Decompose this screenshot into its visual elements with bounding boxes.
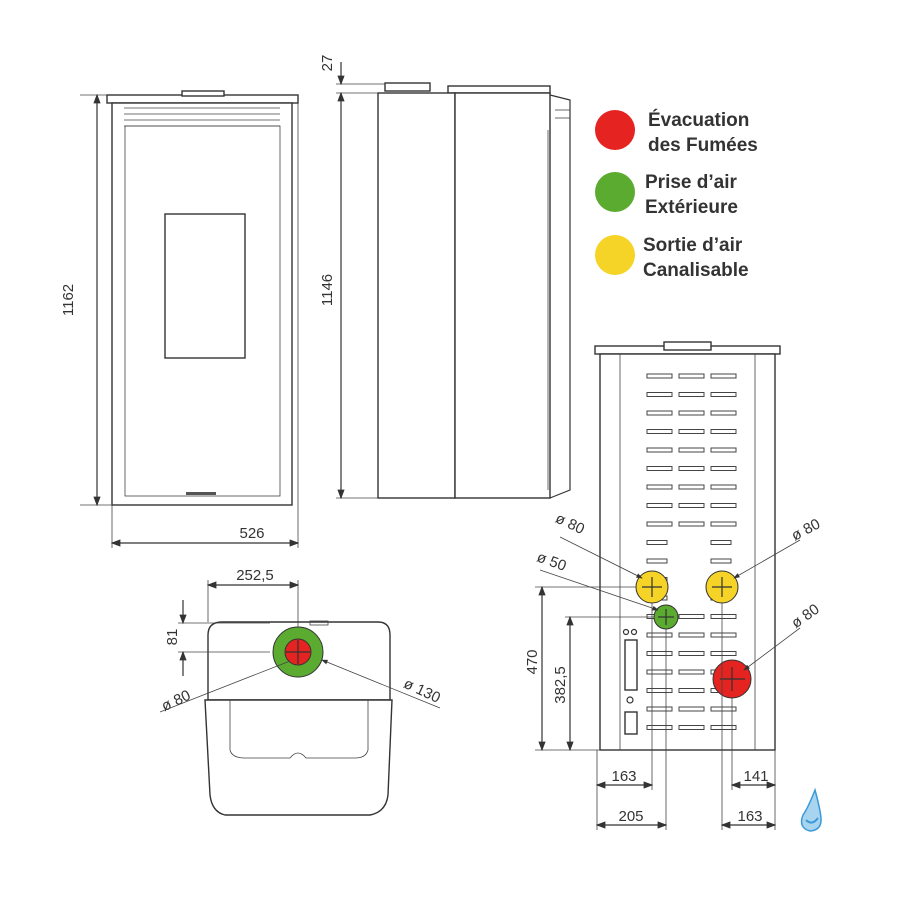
vent-slot — [710, 540, 732, 545]
vent-slot — [646, 669, 673, 675]
vent-slot — [678, 447, 705, 453]
vent-slot — [646, 725, 673, 730]
side-height-label: 1146 — [319, 274, 336, 306]
vent-slot — [678, 521, 705, 527]
brand-logo-droplet-icon — [800, 787, 822, 832]
vent-slot — [678, 392, 705, 397]
vent-slot — [646, 373, 673, 379]
vent-slot — [710, 521, 737, 527]
svg-text:Extérieure: Extérieure — [645, 197, 738, 218]
vent-slot — [678, 688, 705, 693]
vent-slot — [710, 558, 732, 564]
rear-right-yellow-diameter: ø 80 — [789, 515, 823, 544]
rear-yellow-height: 470 — [524, 649, 541, 674]
green-dot-icon — [595, 172, 635, 212]
side-top-offset-label: 27 — [319, 55, 336, 72]
rear-green-height: 382,5 — [552, 666, 569, 704]
vent-slot — [710, 651, 737, 656]
top-offset-x-label: 252,5 — [236, 567, 274, 584]
vent-slot — [710, 466, 737, 471]
vent-slot — [678, 725, 705, 730]
vent-slot — [710, 410, 737, 416]
vent-slot — [646, 466, 673, 471]
front-width-label: 526 — [239, 525, 264, 542]
vent-slot — [710, 373, 737, 379]
rear-bottom-left-2: 205 — [618, 808, 643, 825]
vent-slot — [646, 651, 673, 656]
rear-green-diameter: ø 50 — [535, 549, 569, 575]
vent-slot — [646, 632, 673, 638]
vent-slot — [646, 688, 673, 693]
front-view: 526 1162 — [60, 90, 300, 548]
vent-slot — [678, 484, 705, 490]
legend-item-air-intake: Prise d’air Extérieure — [595, 172, 738, 218]
vent-slot — [710, 503, 737, 508]
vent-slot — [678, 503, 705, 508]
legend: Évacuation des Fumées Prise d’air Extéri… — [595, 109, 758, 281]
vent-slot — [678, 373, 705, 379]
vent-slot — [710, 447, 737, 453]
rear-bottom-right-2: 163 — [737, 808, 762, 825]
vent-slot — [678, 410, 705, 416]
svg-text:des Fumées: des Fumées — [648, 135, 758, 156]
vent-slot — [678, 706, 705, 712]
vent-slot — [646, 410, 673, 416]
legend-item-ducted-air: Sortie d’air Canalisable — [595, 235, 749, 281]
vent-slot — [710, 614, 737, 619]
vent-slot — [678, 466, 705, 471]
vent-slot — [710, 706, 737, 712]
top-view: 252,5 81 ø 80 ø 130 — [159, 567, 443, 816]
vent-slot — [678, 614, 705, 619]
vent-slot — [646, 503, 673, 508]
vent-slot — [646, 521, 673, 527]
side-view: 27 1146 — [319, 55, 571, 500]
top-offset-y-label: 81 — [164, 629, 181, 646]
vent-slot — [678, 651, 705, 656]
rear-bottom-right-1: 141 — [743, 768, 768, 785]
vent-slot — [678, 632, 705, 638]
vent-slot — [646, 484, 673, 490]
vent-slot — [646, 540, 668, 545]
red-dot-icon — [595, 110, 635, 150]
rear-bottom-left-1: 163 — [611, 768, 636, 785]
svg-text:Canalisable: Canalisable — [643, 260, 749, 281]
vent-slot — [710, 632, 737, 638]
svg-text:Évacuation: Évacuation — [648, 109, 749, 131]
vent-slot — [646, 706, 673, 712]
rear-left-yellow-diameter: ø 80 — [553, 510, 587, 538]
svg-text:Sortie d’air: Sortie d’air — [643, 235, 743, 256]
vent-slot — [646, 447, 673, 453]
vent-slot — [678, 429, 705, 434]
vent-slot — [646, 558, 668, 564]
outer-diameter-label: ø 130 — [401, 675, 443, 707]
legend-item-smoke-exhaust: Évacuation des Fumées — [595, 109, 758, 156]
vent-slot — [710, 392, 737, 397]
front-height-label: 1162 — [60, 284, 77, 316]
vent-slot — [710, 725, 737, 730]
rear-red-diameter: ø 80 — [788, 601, 822, 632]
vent-slot — [646, 392, 673, 397]
rear-view: ø 80 ø 50 ø 80 ø 80 470 382,5 163 141 20… — [524, 341, 823, 830]
vent-slot — [678, 669, 705, 675]
inner-diameter-label: ø 80 — [159, 687, 193, 715]
yellow-dot-icon — [595, 235, 635, 275]
vent-slot — [710, 484, 737, 490]
svg-text:Prise d’air: Prise d’air — [645, 172, 737, 193]
vent-slot — [646, 429, 673, 434]
fire-window — [164, 213, 246, 359]
vent-slot — [710, 429, 737, 434]
